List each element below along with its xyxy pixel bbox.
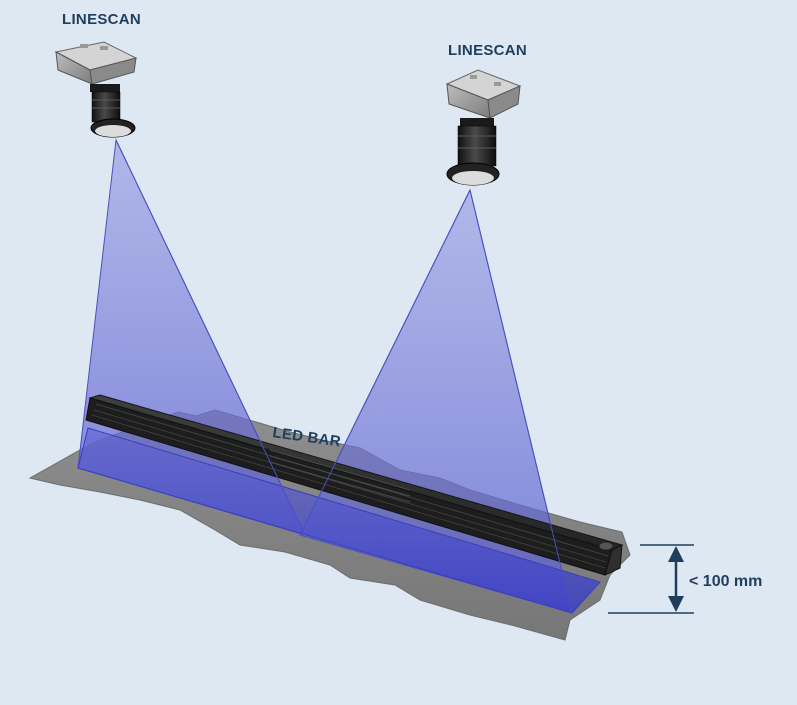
camera-right-label: LINESCAN: [448, 42, 527, 59]
arrow-up-icon: [668, 546, 684, 562]
distance-label: < 100 mm: [689, 573, 762, 590]
camera-left-label: LINESCAN: [62, 11, 141, 28]
height-dimension: [608, 544, 694, 614]
light-sheet-front: [77, 427, 601, 614]
linescan-camera-right: [445, 69, 522, 186]
linescan-camera-left: [54, 41, 138, 138]
led-bar: [85, 394, 624, 576]
arrow-down-icon: [668, 596, 684, 612]
